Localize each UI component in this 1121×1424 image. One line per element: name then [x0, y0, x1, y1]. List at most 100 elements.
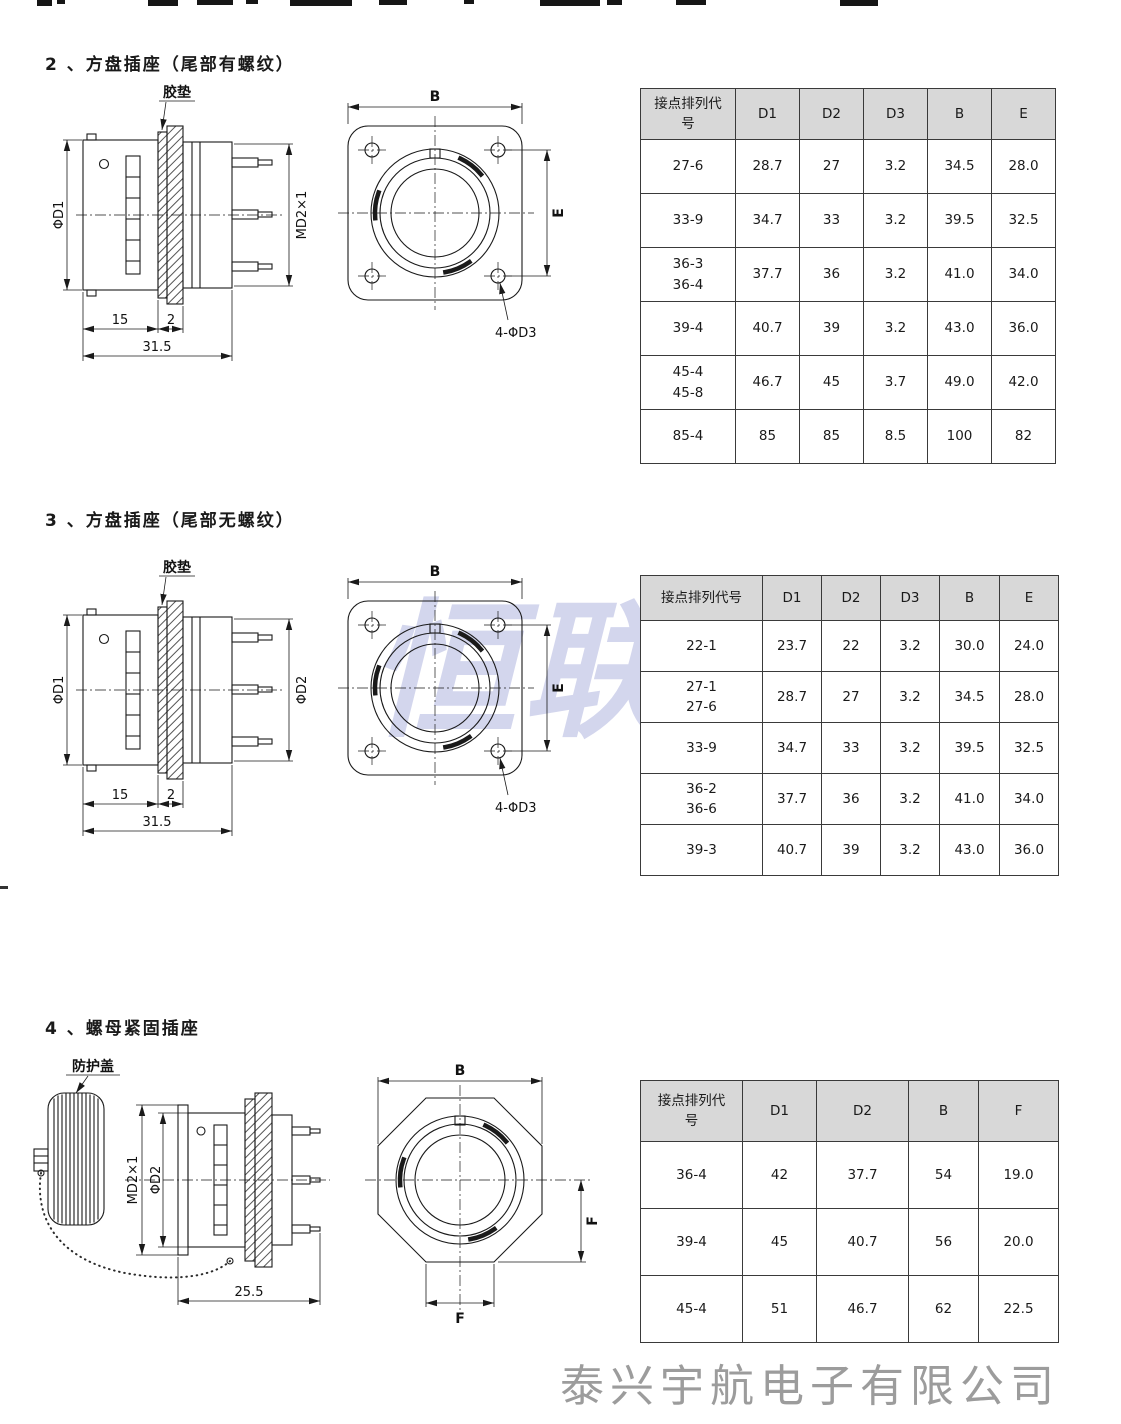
table-cell: 22-1 — [640, 620, 763, 672]
table-cell: 37.7 — [735, 247, 800, 302]
dim-label-31-5: 31.5 — [143, 815, 172, 830]
table-cell: 3.2 — [880, 824, 940, 876]
dim-label-4-phi-d3: 4-ΦD3 — [495, 326, 536, 341]
table-cell: 22 — [821, 620, 881, 672]
table-cell: 30.0 — [939, 620, 1000, 672]
table-cell: 34.5 — [927, 139, 992, 194]
drawing-threaded-square-flange-socket: 胶垫 ΦD1 MD2×1 15 2 31.5 — [52, 84, 567, 361]
table-cell: 34.0 — [991, 247, 1056, 302]
table-cell: 39-4 — [640, 1208, 743, 1276]
column-header: B — [908, 1080, 979, 1142]
table-cell: 36.0 — [999, 824, 1059, 876]
dim-label-md2x1: MD2×1 — [126, 1156, 141, 1205]
cropped-text-fragment — [57, 0, 65, 4]
table-cell: 41.0 — [927, 247, 992, 302]
table-cell: 42 — [742, 1141, 817, 1209]
dim-label-phi-d1: ΦD1 — [52, 676, 67, 705]
table-cell: 46.7 — [816, 1275, 909, 1343]
table-cell: 3.2 — [863, 139, 928, 194]
table-cell: 85-4 — [640, 409, 736, 464]
dim-label-b: B — [430, 564, 441, 580]
dim-label-31-5: 31.5 — [143, 340, 172, 355]
table-cell: 34.7 — [762, 722, 822, 774]
front-view-centerlines — [365, 1085, 590, 1313]
table-cell: 37.7 — [762, 773, 822, 825]
table-cell: 22.5 — [978, 1275, 1059, 1343]
front-view-centerlines — [338, 591, 534, 785]
column-header: D2 — [821, 575, 881, 621]
table-cell: 32.5 — [999, 722, 1059, 774]
front-view-dimensions — [347, 578, 551, 796]
column-header: D2 — [799, 88, 864, 140]
table-cell: 45 — [742, 1208, 817, 1276]
cropped-text-fragment — [840, 0, 878, 6]
table-cell: 51 — [742, 1275, 817, 1343]
table-cell: 33-9 — [640, 722, 763, 774]
section-4-heading: 4 、螺母紧固插座 — [45, 1019, 200, 1040]
column-header: 接点排列代 号 — [640, 1080, 743, 1142]
drawing-nut-fastened-socket: 防护盖 MD2×1 ΦD2 25.5 — [33, 1058, 601, 1327]
table-cell: 36 — [821, 773, 881, 825]
dim-label-15: 15 — [112, 313, 129, 328]
table-cell: 82 — [991, 409, 1056, 464]
table-cell: 3.7 — [863, 355, 928, 410]
table-cell: 49.0 — [927, 355, 992, 410]
table-cell: 8.5 — [863, 409, 928, 464]
dim-label-b: B — [430, 89, 441, 105]
table-cell: 28.7 — [735, 139, 800, 194]
cropped-text-fragment — [246, 0, 258, 4]
column-header: D1 — [742, 1080, 817, 1142]
table-cell: 34.7 — [735, 193, 800, 248]
table-cell: 41.0 — [939, 773, 1000, 825]
table-cell: 85 — [735, 409, 800, 464]
column-header: E — [999, 575, 1059, 621]
table-cell: 40.7 — [816, 1208, 909, 1276]
table-cell: 3.2 — [880, 722, 940, 774]
column-header: B — [927, 88, 992, 140]
table-cell: 40.7 — [735, 301, 800, 356]
table-cell: 24.0 — [999, 620, 1059, 672]
dim-label-phi-d2: ΦD2 — [149, 1166, 164, 1195]
table-cell: 36-4 — [640, 1141, 743, 1209]
table-cell: 27 — [799, 139, 864, 194]
table-cell: 45-4 45-8 — [640, 355, 736, 410]
table-cell: 39 — [799, 301, 864, 356]
dim-label-2: 2 — [167, 788, 175, 803]
dim-label-2: 2 — [167, 313, 175, 328]
dim-label-15: 15 — [112, 788, 129, 803]
table-cell: 39-3 — [640, 824, 763, 876]
drawing-unthreaded-square-flange-socket: 胶垫 ΦD1 ΦD2 15 2 31.5 — [52, 559, 567, 836]
column-header: D3 — [863, 88, 928, 140]
side-view-dimensions — [66, 1074, 321, 1305]
column-header: 接点排列代号 — [640, 575, 763, 621]
table-cell: 27 — [821, 671, 881, 723]
table-cell: 3.2 — [880, 671, 940, 723]
table-cell: 34.0 — [999, 773, 1059, 825]
table-cell: 45 — [799, 355, 864, 410]
cropped-text-fragment — [607, 0, 622, 5]
cap-chain — [38, 1172, 231, 1279]
table-cell: 28.7 — [762, 671, 822, 723]
side-view-dimensions — [63, 575, 293, 836]
table-cell: 40.7 — [762, 824, 822, 876]
table-cell: 39.5 — [939, 722, 1000, 774]
dim-label-f-bottom: F — [455, 1311, 465, 1327]
table-cell: 36-3 36-4 — [640, 247, 736, 302]
section-3-heading: 3 、方盘插座（尾部无螺纹） — [45, 511, 295, 532]
table-cell: 23.7 — [762, 620, 822, 672]
table-cell: 46.7 — [735, 355, 800, 410]
front-view-dimensions — [377, 1077, 586, 1307]
